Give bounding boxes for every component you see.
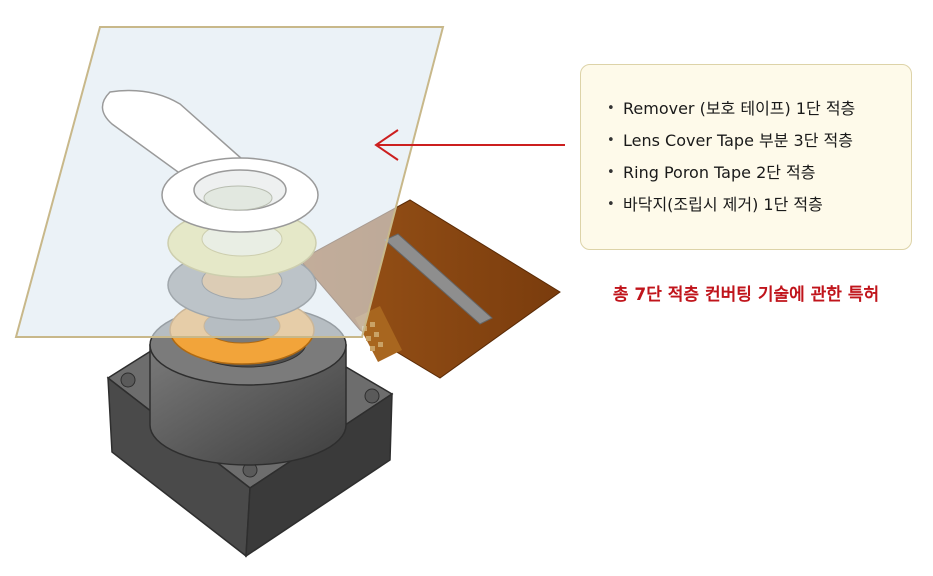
list-item-text: Remover (보호 테이프) 1단 적층 bbox=[623, 99, 856, 118]
list-item-text: 바닥지(조립시 제거) 1단 적층 bbox=[623, 195, 823, 214]
bullet-icon: • bbox=[607, 101, 615, 116]
callout-box: • Remover (보호 테이프) 1단 적층 • Lens Cover Tape… bbox=[580, 64, 912, 250]
patent-caption: 총 7단 적층 컨버팅 기술에 관한 특허 bbox=[612, 285, 880, 305]
list-item: • Remover (보호 테이프) 1단 적층 bbox=[607, 93, 911, 125]
stack-layer-list: • Remover (보호 테이프) 1단 적층 • Lens Cover Tape… bbox=[581, 65, 911, 221]
remover-tab bbox=[101, 89, 319, 233]
bullet-icon: • bbox=[607, 133, 615, 148]
bullet-icon: • bbox=[607, 165, 615, 180]
list-item: • 바닥지(조립시 제거) 1단 적층 bbox=[607, 189, 911, 221]
pointer-arrow bbox=[374, 129, 565, 161]
bullet-icon: • bbox=[607, 197, 615, 212]
list-item-text: Ring Poron Tape 2단 적층 bbox=[623, 163, 816, 182]
list-item-text: Lens Cover Tape 부분 3단 적층 bbox=[623, 131, 853, 150]
list-item: • Ring Poron Tape 2단 적층 bbox=[607, 157, 911, 189]
list-item: • Lens Cover Tape 부분 3단 적층 bbox=[607, 125, 911, 157]
